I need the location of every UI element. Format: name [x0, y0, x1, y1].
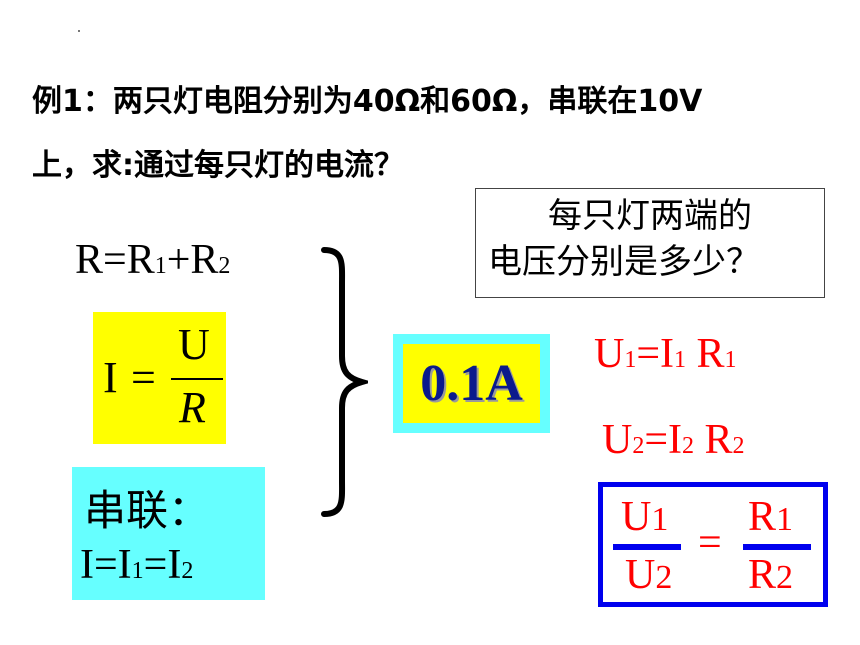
formula-part: I=I [80, 542, 132, 588]
ratio-equals-sign: = [698, 520, 722, 566]
left-denominator: U2 [625, 551, 672, 599]
right-denominator: R2 [748, 551, 793, 599]
question-line-1: 每只灯两端的 [548, 196, 752, 236]
formula-part: U [602, 417, 633, 463]
fraction-numerator: U [178, 320, 210, 369]
equals-sign: = [131, 353, 156, 402]
subscript: 1 [724, 347, 737, 373]
curly-brace-icon [321, 247, 368, 517]
formula-part: R [686, 331, 725, 377]
total-resistance-formula: R=R1+R2 [75, 236, 230, 284]
decorative-dot [78, 30, 80, 32]
formula-part: R [748, 494, 777, 540]
subscript: 2 [632, 433, 645, 459]
formula-part: R=R [75, 237, 155, 283]
series-title: 串联： [84, 486, 211, 535]
voltage-formula-1: U1=I1 R1 [594, 330, 737, 378]
subscript: 1 [154, 253, 167, 279]
formula-part: R [694, 417, 733, 463]
question-line-2: 电压分别是多少？ [488, 242, 760, 282]
ohms-law-box: I = U R [93, 312, 226, 444]
right-fraction-bar [743, 544, 811, 550]
subscript: 2 [732, 433, 745, 459]
question-box: 每只灯两端的 电压分别是多少？ [475, 188, 825, 298]
answer-value: 0.1A [403, 344, 540, 423]
subscript: 1 [776, 501, 794, 538]
problem-line-1: 例1：两只灯电阻分别为40Ω和60Ω，串联在10V [32, 84, 703, 119]
left-fraction-bar [613, 544, 681, 550]
answer-box: 0.1A [393, 334, 550, 433]
right-numerator: R1 [748, 493, 793, 541]
subscript: 1 [674, 347, 687, 373]
problem-line-2: 上，求:通过每只灯的电流？ [32, 148, 404, 183]
voltage-formula-2: U2=I2 R2 [602, 416, 745, 464]
fraction-bar [171, 378, 223, 380]
fraction-denominator: R [179, 383, 206, 432]
subscript: 2 [776, 559, 794, 596]
subscript: 2 [181, 558, 194, 584]
formula-part: U [594, 331, 625, 377]
problem-statement: 例1：两只灯电阻分别为40Ω和60Ω，串联在10V 上，求:通过每只灯的电流？ [32, 70, 852, 198]
series-current-formula: I=I1=I2 [80, 541, 193, 589]
subscript: 2 [655, 559, 673, 596]
subscript: 1 [624, 347, 637, 373]
formula-part: =I [143, 542, 182, 588]
subscript: 1 [131, 558, 144, 584]
left-numerator: U1 [621, 493, 668, 541]
formula-part: =I [644, 417, 683, 463]
formula-part: +R [166, 237, 219, 283]
voltage-ratio-box: U1 U2 = R1 R2 [598, 482, 828, 607]
series-current-box: 串联： I=I1=I2 [72, 467, 265, 600]
subscript: 2 [218, 253, 231, 279]
current-symbol: I [103, 353, 118, 402]
formula-part: U [621, 494, 652, 540]
formula-part: U [625, 552, 656, 598]
formula-part: =I [636, 331, 675, 377]
formula-part: R [748, 552, 777, 598]
subscript: 1 [651, 501, 669, 538]
subscript: 2 [682, 433, 695, 459]
